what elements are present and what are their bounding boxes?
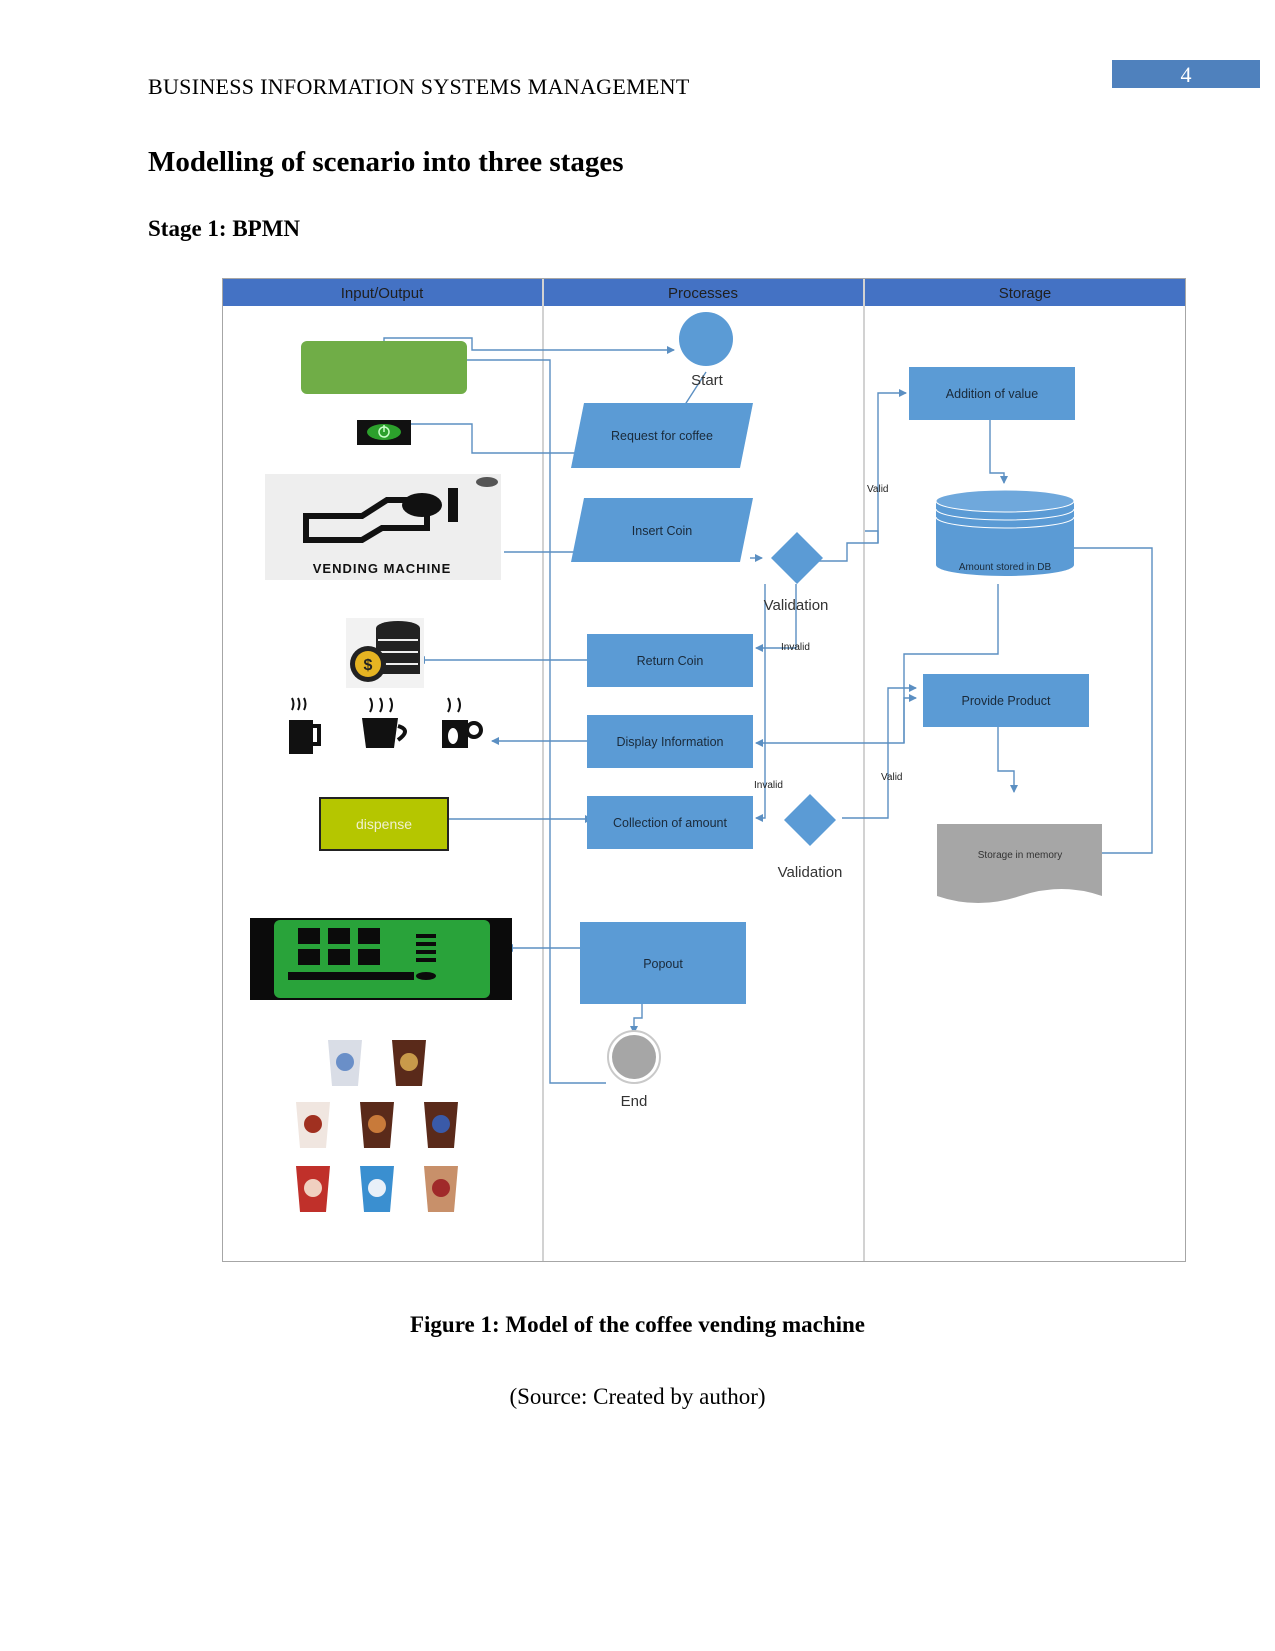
start-label: Start (691, 372, 724, 389)
lane-header-input-output: Input/Output (341, 285, 424, 302)
coffee-cup-icon (289, 697, 321, 754)
gateway-validation-1: Validation (764, 532, 829, 614)
process-label: Request for coffee (611, 429, 713, 443)
process-label: Popout (643, 957, 683, 971)
section-title: Modelling of scenario into three stages (148, 146, 624, 178)
green-button-image (301, 341, 467, 394)
figure-source: (Source: Created by author) (509, 1384, 766, 1409)
vending-machine-text: VENDING MACHINE (313, 561, 452, 576)
gateway-label: Validation (764, 597, 829, 614)
svg-text:$: $ (364, 657, 373, 674)
process-display-information: Display Information (587, 715, 753, 768)
dispense-text: dispense (356, 816, 412, 832)
coins-stack-icon: $ (346, 618, 424, 688)
power-button-image (357, 420, 411, 445)
coffee-cup-icon (442, 697, 483, 748)
storage-provide-product: Provide Product (923, 674, 1089, 727)
process-popout: Popout (580, 922, 746, 1004)
start-event: Start (679, 312, 733, 389)
lane-header-storage: Storage (999, 285, 1052, 302)
storage-label: Provide Product (962, 694, 1051, 708)
running-head: BUSINESS INFORMATION SYSTEMS MANAGEMENT (148, 74, 690, 99)
gateway-validation-2: Validation (778, 794, 843, 881)
process-return-coin: Return Coin (587, 634, 753, 687)
lane-header-processes: Processes (668, 285, 738, 302)
storage-label: Amount stored in DB (959, 562, 1052, 573)
storage-database: Amount stored in DB (935, 489, 1075, 576)
storage-label: Addition of value (946, 387, 1038, 401)
atm-keypad-image (250, 918, 512, 1000)
lane-headers: Input/Output Processes Storage (223, 279, 1185, 306)
gateway-label: Validation (778, 864, 843, 881)
edge-label-invalid: Invalid (754, 780, 783, 791)
storage-label: Storage in memory (978, 850, 1062, 861)
end-label: End (621, 1093, 648, 1110)
coffee-cup-icon (362, 697, 407, 748)
process-label: Display Information (617, 735, 724, 749)
figure-caption: Figure 1: Model of the coffee vending ma… (409, 1312, 866, 1337)
process-label: Insert Coin (632, 524, 692, 538)
process-label: Collection of amount (613, 816, 727, 830)
coffee-products-image (296, 1040, 458, 1212)
process-insert-coin: Insert Coin (571, 498, 753, 562)
process-label: Return Coin (637, 654, 704, 668)
edge-label-invalid: Invalid (781, 642, 810, 653)
process-collection-of-amount: Collection of amount (587, 796, 753, 849)
edge-label-valid: Valid (867, 484, 889, 495)
storage-addition-of-value: Addition of value (909, 367, 1075, 420)
vending-machine-image: VENDING MACHINE (265, 474, 501, 580)
end-event: End (607, 1030, 661, 1110)
coffee-cups-icons (289, 697, 483, 754)
connectors (382, 337, 1153, 1084)
stage-title: Stage 1: BPMN (148, 216, 301, 241)
edge-label-valid: Valid (881, 772, 903, 783)
process-request-coffee: Request for coffee (571, 403, 753, 468)
bpmn-diagram: Input/Output Processes Storage Start E (222, 278, 1186, 1262)
storage-in-memory: Storage in memory (937, 824, 1102, 903)
page-number: 4 (1112, 60, 1260, 88)
dispense-button-image: dispense (319, 797, 449, 851)
